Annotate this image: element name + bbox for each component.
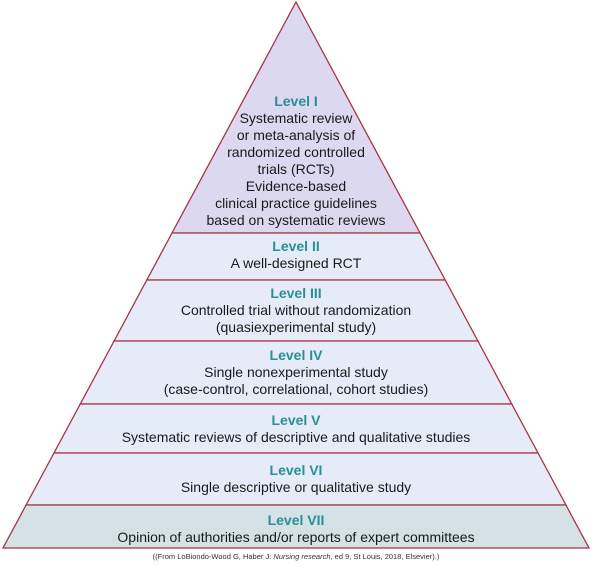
caption-after: , ed 9, St Louis, 2018, Elsevier).) bbox=[330, 552, 440, 561]
level-6-title: Level VI bbox=[269, 462, 323, 478]
level-1: Level I Systematic review or meta-analys… bbox=[0, 93, 592, 229]
level-5-title: Level V bbox=[271, 412, 321, 428]
caption-before: ((From LoBiondo-Wood G, Haber J: bbox=[152, 552, 274, 561]
level-1-desc: Systematic review or meta-analysis of ra… bbox=[206, 110, 386, 228]
level-2-title: Level II bbox=[272, 238, 320, 254]
level-5: Level V Systematic reviews of descriptiv… bbox=[0, 412, 592, 446]
level-4-title: Level IV bbox=[269, 347, 323, 363]
pyramid-band-7 bbox=[1, 504, 591, 549]
level-2-desc: A well-designed RCT bbox=[230, 255, 362, 271]
level-3: Level III Controlled trial without rando… bbox=[0, 285, 592, 336]
level-4-desc: Single nonexperimental study (case-contr… bbox=[163, 364, 429, 397]
caption-italic: Nursing research bbox=[273, 552, 331, 561]
level-5-desc: Systematic reviews of descriptive and qu… bbox=[121, 429, 471, 445]
level-7: Level VII Opinion of authorities and/or … bbox=[0, 512, 592, 546]
level-7-title: Level VII bbox=[267, 512, 325, 528]
level-2: Level II A well-designed RCT bbox=[0, 238, 592, 272]
level-3-desc: Controlled trial without randomization (… bbox=[180, 302, 412, 335]
level-4: Level IV Single nonexperimental study (c… bbox=[0, 347, 592, 398]
level-3-title: Level III bbox=[270, 285, 322, 301]
level-6: Level VI Single descriptive or qualitati… bbox=[0, 462, 592, 496]
level-6-desc: Single descriptive or qualitative study bbox=[180, 479, 412, 495]
source-caption: ((From LoBiondo-Wood G, Haber J: Nursing… bbox=[0, 552, 592, 561]
level-7-desc: Opinion of authorities and/or reports of… bbox=[117, 529, 475, 545]
level-1-title: Level I bbox=[274, 93, 318, 109]
